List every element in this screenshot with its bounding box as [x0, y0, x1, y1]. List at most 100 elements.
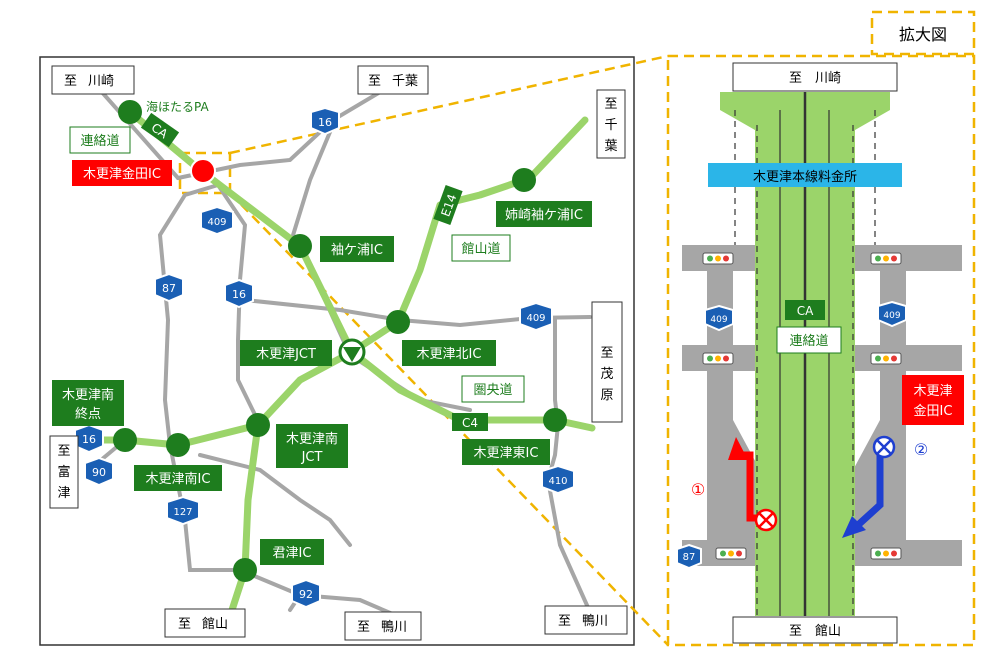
route-shield: 16	[74, 423, 104, 454]
svg-text:410: 410	[548, 476, 567, 487]
svg-text:92: 92	[299, 588, 313, 601]
ca-road-sign: CA	[140, 112, 180, 148]
dest-mobara-2: 原	[600, 388, 613, 403]
route-shield: 16	[310, 106, 340, 136]
dest-chiba-prefix: 至	[368, 74, 381, 89]
label-kisarazu-kita: 木更津北IC	[417, 347, 482, 362]
ic-labels: 袖ケ浦IC 姉崎袖ケ浦IC 木更津JCT 木更津北IC 木更津南 終点 木更津南…	[52, 201, 592, 565]
traffic-signal-icon	[870, 252, 902, 265]
label-kisarazu-jct: 木更津JCT	[256, 347, 316, 362]
dest-kamogawa-right: 鴨川	[582, 614, 608, 629]
node-kimitsu	[233, 558, 257, 582]
dest-kamogawa-mid-prefix: 至	[357, 620, 370, 635]
traffic-signal-icon	[702, 252, 734, 265]
zoom-connectors	[178, 10, 976, 647]
label-kisarazu-higashi: 木更津東IC	[474, 445, 539, 461]
route-shield: 16	[224, 278, 254, 309]
destination-boxes: 至 川崎 至 千葉 至 千 葉 至 茂 原 至 富 津 至 館山 至 鴨川 至 …	[49, 65, 628, 641]
zoom-ic-label-1: 木更津	[913, 384, 952, 399]
label-kisarazu-nan-jct-2: JCT	[301, 450, 323, 465]
blue-no-entry-icon	[872, 435, 896, 459]
node-kisarazu-kaneda	[190, 158, 216, 184]
node-kisarazu-higashi	[543, 408, 567, 432]
tollgate-label: 木更津本線料金所	[753, 169, 857, 185]
dest-kamogawa-mid: 鴨川	[381, 620, 407, 635]
ic-nodes	[113, 100, 567, 582]
label-kisarazu-nan-end-1: 木更津南	[62, 387, 114, 403]
kaneda-ic-box	[72, 160, 172, 186]
node-kisarazu-nan-end	[113, 428, 137, 452]
zoom-route-409-right: 409	[877, 300, 907, 328]
label-tateyama-do: 館山道	[461, 242, 500, 257]
e14-road-sign: E14	[433, 185, 463, 225]
dest-chiba-v-1: 千	[604, 118, 617, 133]
dest-futtsu-1: 富	[57, 464, 70, 480]
zoom-renrakudo-text: 連絡道	[789, 333, 828, 349]
traffic-signal-icon	[870, 547, 902, 560]
route-shield: 90	[84, 456, 114, 487]
dest-futtsu-2: 津	[57, 486, 70, 501]
dest-chiba-v-prefix: 至	[604, 97, 617, 112]
zoom-route-409-left: 409	[704, 304, 734, 332]
zoom-route-87: 87	[676, 543, 702, 570]
dest-kawasaki-prefix: 至	[64, 74, 77, 89]
label-umihotaru: 海ほたるPA	[146, 99, 209, 114]
node-umihotaru	[118, 100, 142, 124]
zoom-ca-sign	[785, 300, 825, 320]
zoom-title: 拡大図	[899, 25, 947, 44]
node-kisarazu-kita	[386, 310, 410, 334]
marker-2: ②	[914, 440, 928, 459]
label-kisarazu-nan-ic: 木更津南IC	[146, 471, 211, 487]
node-anegasaki	[512, 168, 536, 192]
route-shield: 127	[166, 495, 200, 526]
label-kisarazu-nan-end-2: 終点	[75, 406, 101, 422]
label-sodegaura: 袖ケ浦IC	[331, 243, 383, 258]
node-sodegaura	[288, 234, 312, 258]
svg-text:16: 16	[318, 116, 332, 129]
svg-text:127: 127	[173, 507, 192, 518]
traffic-signal-icon	[702, 352, 734, 365]
zoom-dest-top-text: 至 川崎	[789, 71, 841, 86]
marker-1: ①	[691, 480, 705, 499]
main-map-frame	[39, 56, 635, 646]
traffic-signal-icon	[715, 547, 747, 560]
label-kisarazu-kaneda: 木更津金田IC	[83, 166, 161, 182]
dest-futtsu-prefix: 至	[57, 444, 70, 459]
svg-text:16: 16	[232, 288, 246, 301]
node-kisarazu-nan-ic	[166, 433, 190, 457]
dest-tateyama-prefix: 至	[178, 617, 191, 632]
svg-text:90: 90	[92, 466, 106, 479]
zoom-dest-bottom	[732, 616, 898, 644]
dest-chiba: 千葉	[392, 74, 418, 89]
zoom-ca-text: CA	[797, 304, 814, 318]
svg-text:87: 87	[683, 552, 696, 563]
blue-route-arrow	[842, 455, 884, 538]
svg-text:409: 409	[883, 311, 900, 321]
zoom-dest-bottom-text: 至 館山	[789, 624, 841, 639]
zoom-renrakudo-box	[776, 326, 842, 354]
tollgate-bar	[708, 163, 902, 187]
traffic-signals	[702, 252, 902, 560]
label-anegasaki: 姉崎袖ケ浦IC	[505, 208, 583, 223]
svg-text:C4: C4	[462, 416, 478, 430]
red-no-entry-icon	[754, 508, 778, 532]
zoom-ic-box	[902, 375, 964, 425]
dest-kamogawa-right-prefix: 至	[558, 614, 571, 629]
route-shield: 87	[154, 272, 184, 303]
route-shield: 410	[541, 464, 575, 495]
route-shield: 92	[291, 578, 321, 609]
route-shield: 409	[200, 205, 234, 236]
road-name-labels: 連絡道 館山道 圏央道	[69, 126, 525, 403]
c4-road-sign: C4	[452, 413, 488, 431]
label-ken-o-do: 圏央道	[473, 383, 512, 398]
zoom-ic-label-2: 金田IC	[914, 403, 953, 419]
svg-text:16: 16	[82, 433, 96, 446]
svg-text:87: 87	[162, 282, 176, 295]
svg-text:409: 409	[207, 217, 226, 228]
kisarazu-jct-marker	[338, 338, 366, 366]
route-shield: 409	[519, 301, 553, 332]
node-kisarazu-nan-jct	[246, 413, 270, 437]
label-kimitsu: 君津IC	[273, 546, 312, 561]
dest-mobara-prefix: 至	[600, 346, 613, 361]
label-renrakudo: 連絡道	[80, 133, 119, 149]
